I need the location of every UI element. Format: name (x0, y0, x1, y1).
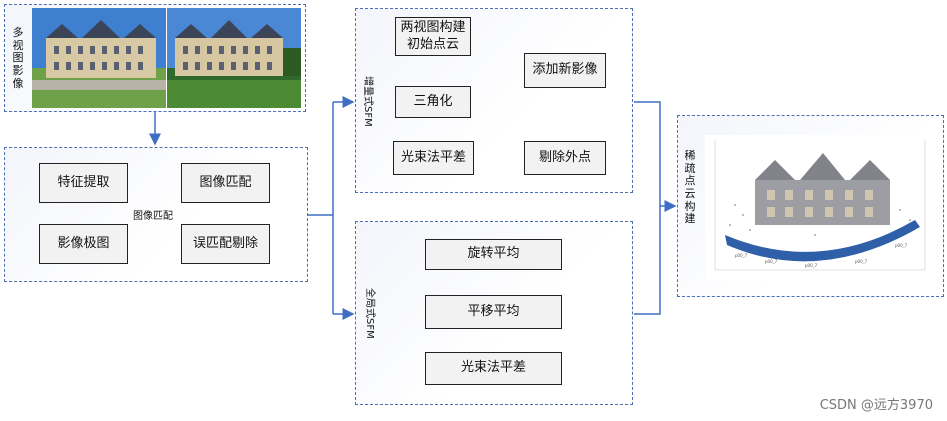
global-sfm-label: 全局式SFM (364, 288, 375, 339)
chateau-photo-right (167, 8, 301, 108)
svg-text:p00_7: p00_7 (805, 263, 818, 268)
svg-text:p00_7: p00_7 (855, 259, 868, 264)
initial-point-cloud-node: 两视图构建 初始点云 (395, 17, 471, 56)
mismatch-removal-node: 误匹配剔除 (181, 224, 270, 264)
input-images-group: 多 视 图 影 像 (4, 4, 306, 112)
chateau-photo-left (32, 8, 166, 108)
svg-text:p00_7: p00_7 (735, 253, 748, 258)
image-matching-edge-label: 图像匹配 (133, 211, 173, 222)
add-new-image-node: 添加新影像 (524, 53, 606, 88)
incremental-sfm-label: 增量式SFM (362, 76, 373, 127)
svg-text:p00_7: p00_7 (765, 259, 778, 264)
watermark: CSDN @远方3970 (819, 398, 933, 413)
outlier-removal-node: 剔除外点 (524, 141, 606, 175)
arrow-sfm-to-output (634, 101, 661, 315)
bundle-adjustment-node-incremental: 光束法平差 (393, 141, 474, 175)
input-images-label: 多 视 图 影 像 (12, 26, 24, 90)
sparse-point-cloud-label: 稀 疏 点 云 构 建 (684, 149, 696, 226)
image-matching-node: 图像匹配 (181, 163, 270, 203)
point-cloud-render: p00_7 p00_7 p00_7 p00_7 p00_7 (705, 135, 935, 280)
epipolar-graph-node: 影像极图 (39, 224, 128, 264)
translation-averaging-node: 平移平均 (425, 295, 562, 329)
triangulation-node: 三角化 (395, 86, 471, 118)
svg-text:p00_7: p00_7 (895, 243, 908, 248)
feature-extraction-node: 特征提取 (39, 163, 128, 203)
rotation-averaging-node: 旋转平均 (425, 239, 562, 270)
bundle-adjustment-node-global: 光束法平差 (425, 352, 562, 385)
